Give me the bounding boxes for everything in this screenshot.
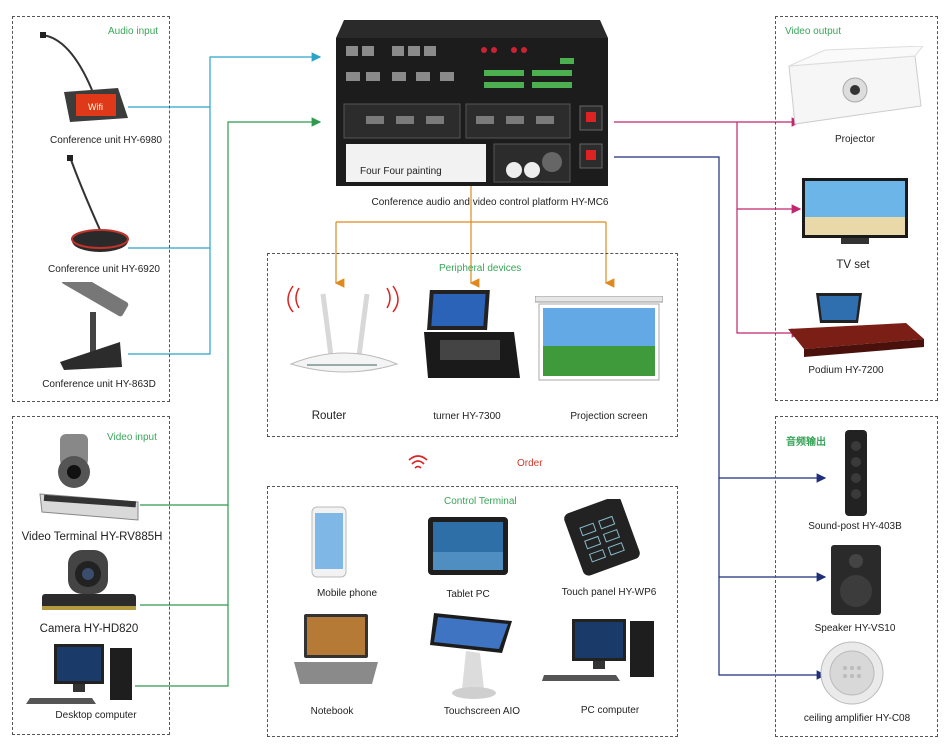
conference-unit-863d-label: Conference unit HY-863D bbox=[42, 379, 156, 390]
group-title-audio-input: Audio input bbox=[108, 26, 159, 37]
touchscreen-aio-image bbox=[430, 613, 512, 699]
desktop-computer-image bbox=[26, 644, 132, 704]
platform-label: Conference audio and video control platf… bbox=[371, 197, 609, 208]
video-terminal-label: Video Terminal HY-RV885H bbox=[21, 531, 163, 543]
control-platform-image bbox=[336, 20, 608, 186]
group-title-peripheral: Peripheral devices bbox=[439, 263, 522, 274]
tv-set-label: TV set bbox=[836, 259, 870, 271]
projection-screen-label: Projection screen bbox=[570, 411, 648, 422]
camera-label: Camera HY-HD820 bbox=[39, 623, 139, 635]
speaker-image bbox=[831, 545, 881, 615]
notebook-label: Notebook bbox=[310, 706, 354, 717]
projection-screen-image bbox=[535, 296, 663, 381]
touch-panel-image bbox=[564, 499, 640, 576]
conference-unit-6920-image bbox=[67, 155, 129, 252]
mobile-phone-image bbox=[311, 506, 347, 578]
podium-image bbox=[788, 293, 924, 357]
projector-label: Projector bbox=[834, 134, 876, 145]
video-output-group: Video output bbox=[775, 16, 938, 401]
pc-computer-image bbox=[542, 619, 654, 681]
desktop-computer-label: Desktop computer bbox=[55, 710, 137, 721]
platform-panel-text: Four Four painting bbox=[360, 166, 442, 177]
ceiling-amplifier-image bbox=[820, 641, 884, 705]
camera-image bbox=[42, 550, 136, 610]
router-image bbox=[287, 285, 399, 373]
conference-unit-6980-image: Wifi bbox=[40, 32, 128, 122]
turner-image bbox=[424, 290, 520, 378]
podium-label: Podium HY-7200 bbox=[808, 365, 884, 376]
touchscreen-aio-label: Touchscreen AIO bbox=[443, 706, 521, 717]
touch-panel-label: Touch panel HY-WP6 bbox=[561, 587, 657, 598]
pc-computer-label: PC computer bbox=[580, 705, 640, 716]
projector-image bbox=[788, 46, 924, 125]
wifi-icon bbox=[408, 455, 428, 469]
router-label: Router bbox=[311, 410, 347, 422]
group-title-video-input: Video input bbox=[107, 432, 157, 443]
sound-post-image bbox=[845, 430, 867, 516]
sound-post-label: Sound-post HY-403B bbox=[808, 521, 902, 532]
peripheral-devices-group: Peripheral devices bbox=[267, 253, 678, 437]
video-input-group: Video input bbox=[12, 416, 170, 735]
turner-label: turner HY-7300 bbox=[433, 411, 501, 422]
audio-input-group: Audio input bbox=[12, 16, 170, 402]
speaker-label: Speaker HY-VS10 bbox=[814, 623, 896, 634]
tablet-pc-label: Tablet PC bbox=[446, 589, 490, 600]
control-terminal-group: Control Terminal bbox=[267, 486, 678, 737]
svg-text:Wifi: Wifi bbox=[88, 102, 103, 112]
group-title-video-output: Video output bbox=[785, 26, 841, 37]
ceiling-amplifier-label: ceiling amplifier HY-C08 bbox=[803, 713, 911, 724]
conference-unit-6980-label: Conference unit HY-6980 bbox=[50, 135, 162, 146]
order-label: Order bbox=[517, 458, 543, 469]
conference-unit-863d-image bbox=[60, 282, 129, 370]
audio-output-group: 音频输出 bbox=[775, 416, 938, 737]
notebook-image bbox=[294, 614, 378, 684]
conference-unit-6920-label: Conference unit HY-6920 bbox=[48, 264, 160, 275]
tv-set-image bbox=[802, 178, 908, 244]
mobile-phone-label: Mobile phone bbox=[316, 588, 378, 599]
group-title-audio-output: 音频输出 bbox=[786, 437, 826, 448]
video-terminal-image bbox=[39, 434, 139, 521]
group-title-control-terminal: Control Terminal bbox=[444, 496, 517, 507]
tablet-pc-image bbox=[428, 517, 508, 575]
